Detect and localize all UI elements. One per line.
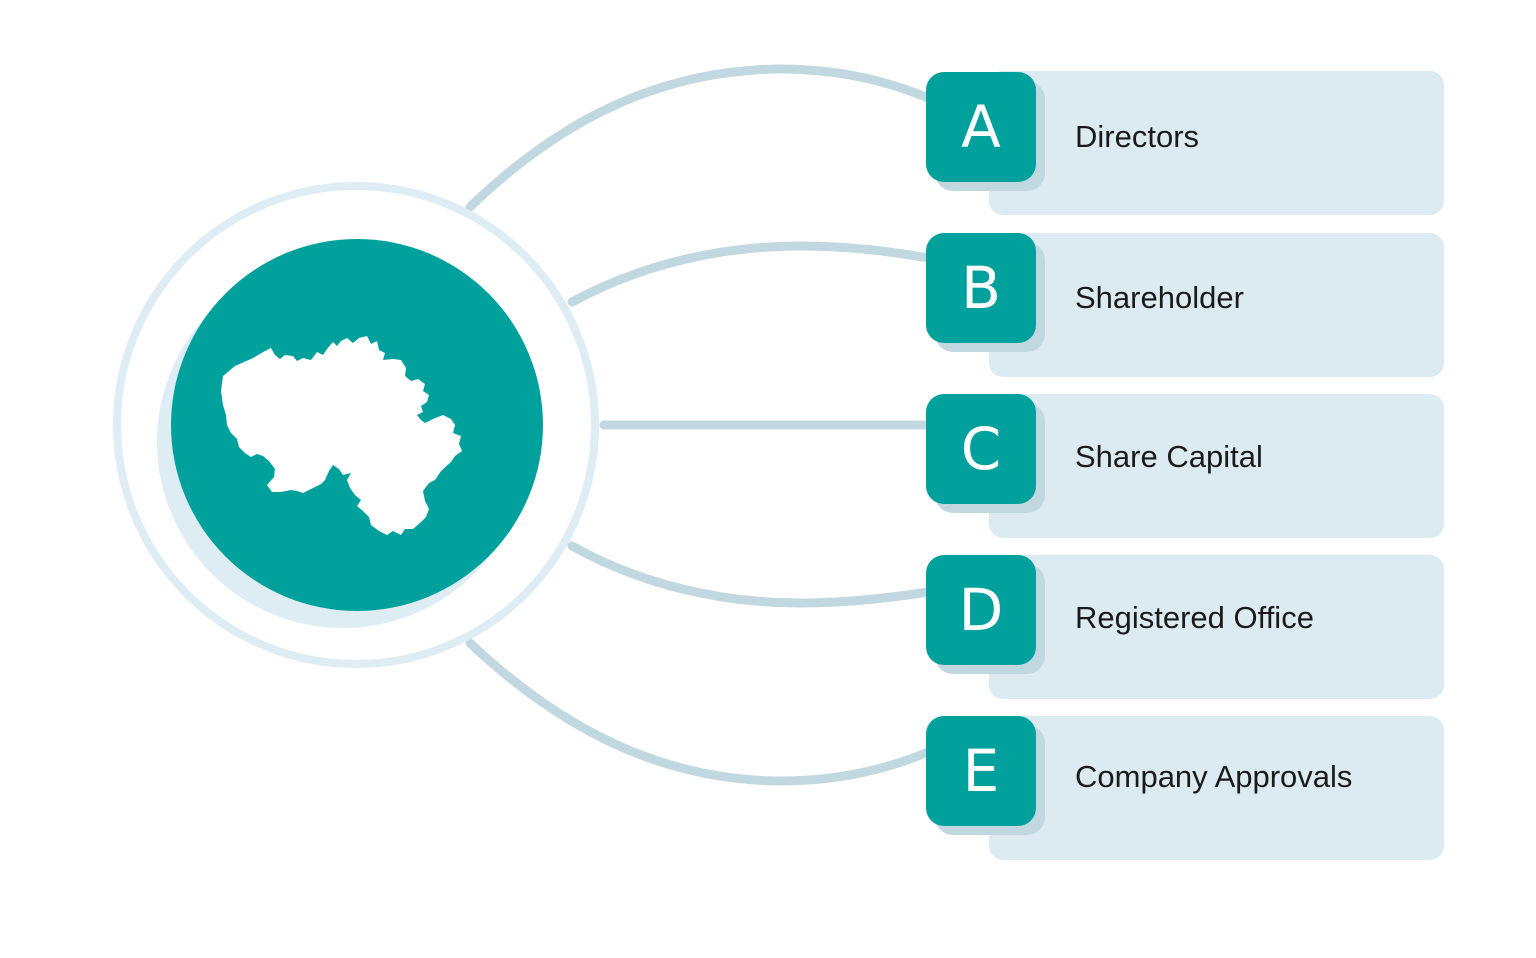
connector-e: [465, 638, 933, 786]
label-directors: Directors: [1075, 119, 1200, 154]
belgium-map-icon: [221, 336, 462, 535]
label-registered-office: Registered Office: [1075, 600, 1314, 635]
badge-b: B: [926, 233, 1036, 343]
card-registered-office: [989, 555, 1444, 699]
card-share-capital: [989, 394, 1444, 538]
connector-a: [465, 64, 933, 212]
card-company-approvals: [989, 716, 1444, 860]
badge-e: E: [926, 716, 1036, 826]
connector-d: [567, 541, 933, 608]
label-shareholder: Shareholder: [1075, 280, 1244, 315]
card-shareholder: [989, 233, 1444, 377]
card-directors: [989, 71, 1444, 215]
label-company-approvals: Company Approvals: [1075, 759, 1353, 794]
connector-b: [567, 241, 933, 307]
badge-d: D: [926, 555, 1036, 665]
label-share-capital: Share Capital: [1075, 439, 1263, 474]
badge-a: A: [926, 72, 1036, 182]
badge-c: C: [926, 394, 1036, 504]
